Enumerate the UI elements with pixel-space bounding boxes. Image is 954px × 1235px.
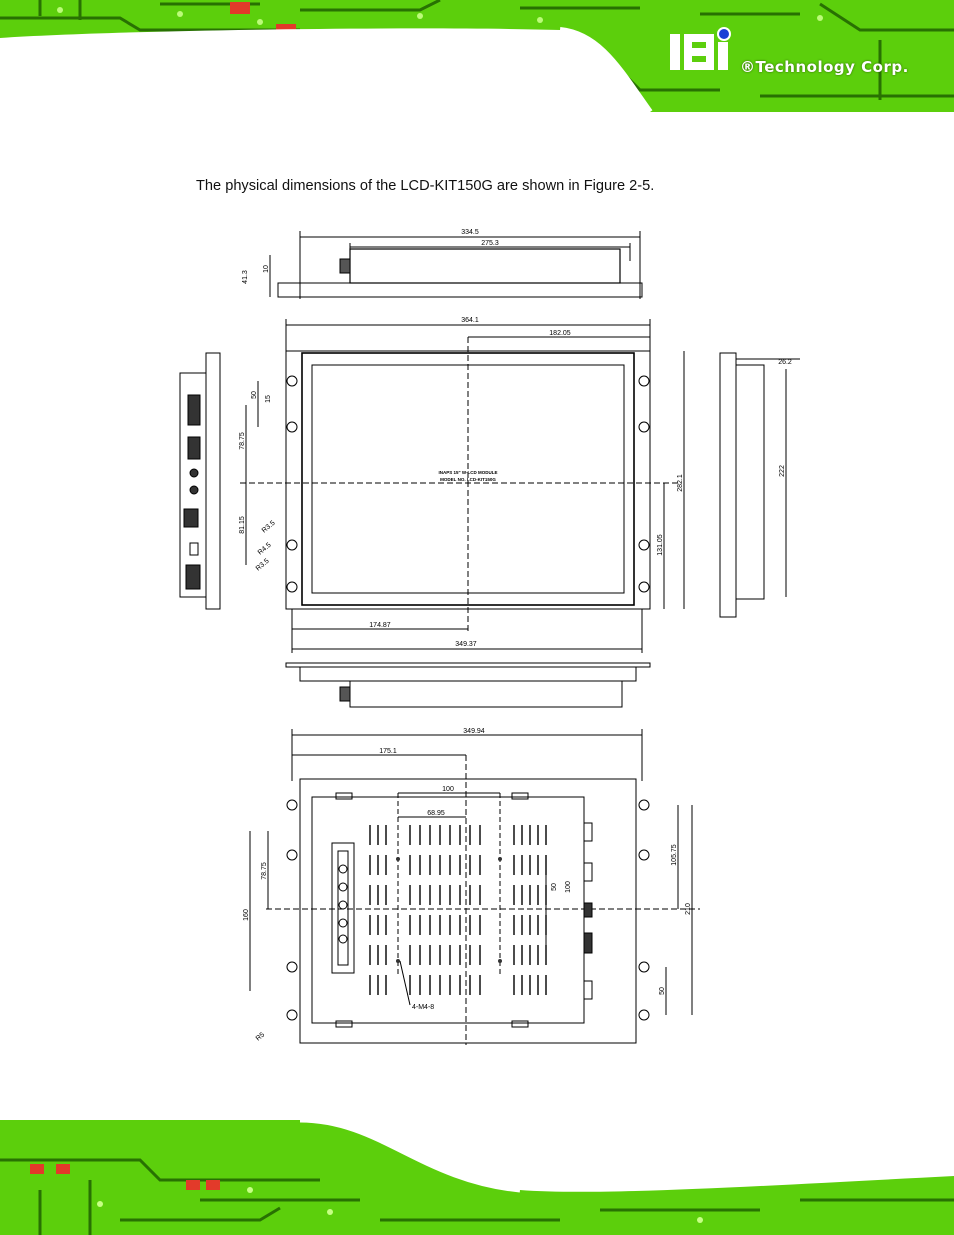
- dim-side-height: 222: [779, 465, 786, 477]
- dim-front-width: 364.1: [461, 317, 479, 324]
- dim-front-bottom-width: 349.37: [455, 641, 477, 648]
- bottom-view: [285, 662, 651, 708]
- intro-paragraph: The physical dimensions of the LCD-KIT15…: [196, 178, 655, 194]
- circuit-board-footer-graphic: [0, 1120, 954, 1235]
- dim-vesa-50-v: 50: [551, 883, 558, 891]
- dim-left-78: 78.75: [239, 432, 246, 450]
- panel-label-2: MODEL NO. LCD-KIT150G: [440, 477, 496, 482]
- dim-vesa-100-v: 100: [565, 881, 572, 893]
- dim-front-height: 282.1: [677, 474, 684, 492]
- iei-logo: [668, 26, 928, 86]
- dim-rear-width: 349.94: [463, 728, 485, 735]
- dim-rear-68: 68.95: [427, 810, 445, 817]
- rear-view: 349.94 175.1 100 68.95: [243, 728, 700, 1045]
- dim-vesa-100: 100: [442, 786, 454, 793]
- dim-top-width: 334.5: [461, 229, 479, 236]
- panel-label-1: INAPS 15" W-LCD MODULE: [438, 470, 497, 475]
- dim-rear-left-160: 160: [243, 909, 250, 921]
- right-side-view: 26.2 222: [719, 352, 800, 618]
- dim-rear-right-50: 50: [659, 987, 666, 995]
- dim-radius-c: R3.5: [255, 558, 271, 573]
- dimension-drawing: 334.5 275.3 41.3 10 364.1 182.05 INAPS 1…: [0, 215, 954, 1085]
- iei-logo-mark: [670, 27, 731, 70]
- dim-front-half-width: 182.05: [549, 330, 571, 337]
- left-side-view: [179, 352, 221, 610]
- dim-rear-right-105: 105.75: [671, 844, 678, 866]
- dim-rear-half-width: 175.1: [379, 748, 397, 755]
- dim-rear-radius: R5: [255, 1031, 266, 1042]
- dim-top-depth-inner: 10: [263, 265, 270, 273]
- dim-side-depth: 26.2: [778, 359, 792, 366]
- dim-front-half-height: 131.05: [657, 534, 664, 556]
- page-footer-banner: [0, 1120, 954, 1235]
- page-header-banner: ®Technology Corp.: [0, 0, 954, 112]
- dim-rear-right-210: 210: [685, 903, 692, 915]
- dim-radius-a: R3.5: [261, 520, 277, 535]
- circuit-board-header-graphic: [0, 0, 954, 112]
- dim-top-inner: 275.3: [481, 240, 499, 247]
- dim-left-15: 15: [265, 395, 272, 403]
- brand-text: ®Technology Corp.: [740, 58, 909, 76]
- top-view: 334.5 275.3 41.3 10: [242, 229, 643, 299]
- dim-radius-b: R4.5: [257, 542, 273, 557]
- dim-front-half-bottom: 174.87: [369, 622, 391, 629]
- dim-rear-left-78: 78.75: [261, 862, 268, 880]
- dim-left-50: 50: [251, 391, 258, 399]
- dim-left-81: 81.15: [239, 516, 246, 534]
- front-view: 364.1 182.05 INAPS 15" W-LCD MODULE MODE…: [239, 317, 685, 653]
- dim-top-depth: 41.3: [242, 270, 249, 284]
- screw-note: 4-M4-8: [412, 1004, 434, 1011]
